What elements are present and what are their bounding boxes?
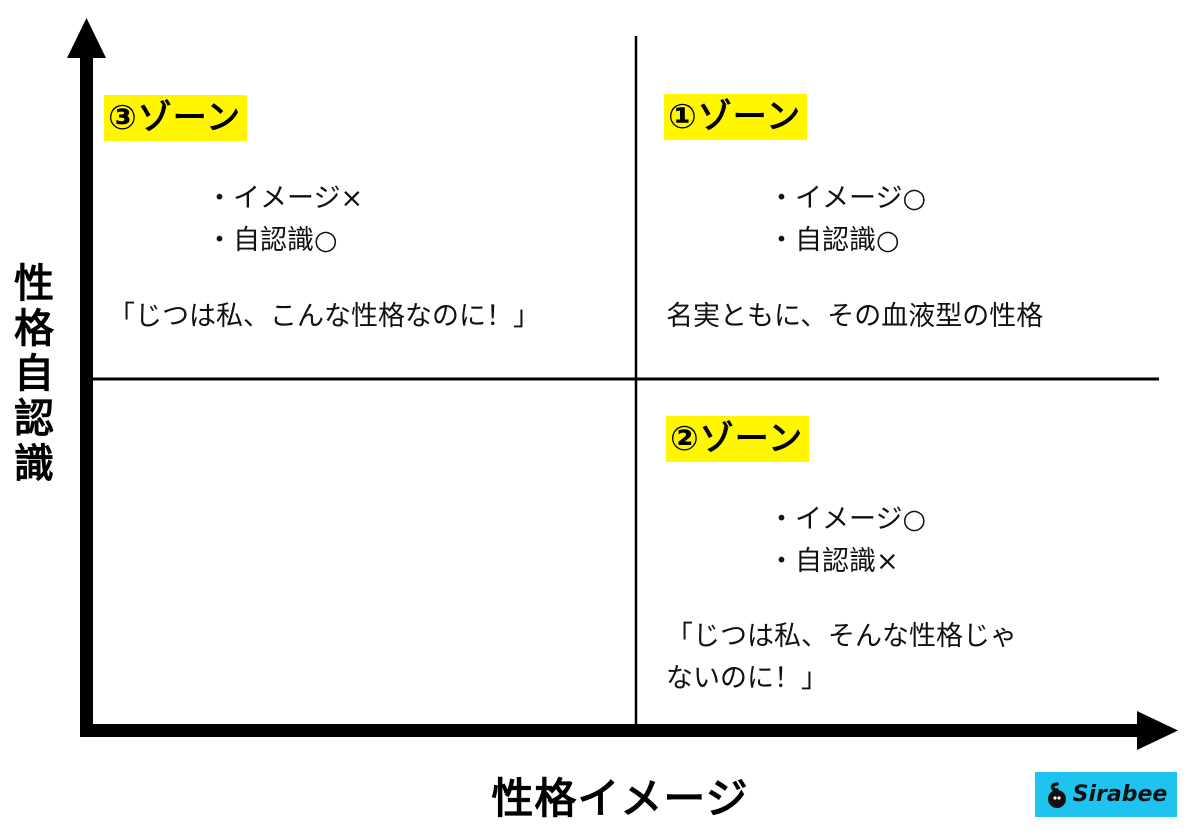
y-axis-arrowhead-icon xyxy=(67,18,106,58)
zone3-quote: 「じつは私、こんな性格なのに！」 xyxy=(108,301,540,332)
logo-text: Sirabee xyxy=(1072,782,1168,807)
zone1-title: ①ゾーン xyxy=(664,94,808,140)
sirabee-logo: Sirabee xyxy=(1035,772,1177,817)
zone2-quote: 「じつは私、そんな性格じゃ ないのに！」 xyxy=(666,616,1017,700)
x-axis xyxy=(80,724,1140,737)
zone1-quote: 名実ともに、その血液型の性格 xyxy=(666,301,1044,332)
zone2-quote-line1: 「じつは私、そんな性格じゃ xyxy=(666,621,1017,652)
zone3-bullet-image: ・イメージ× xyxy=(206,183,364,214)
zone2-bullet-image: ・イメージ○ xyxy=(768,504,927,535)
zone2-quote-line2: ないのに！」 xyxy=(666,663,828,694)
zone2-bullets: ・イメージ○ ・自認識× xyxy=(768,499,926,583)
y-axis-label: 性 格 自 認 識 xyxy=(14,261,54,487)
zone2-bullet-self: ・自認識× xyxy=(768,546,899,577)
x-axis-arrowhead-icon xyxy=(1137,711,1178,750)
y-axis xyxy=(80,56,93,737)
sirabee-mascot-icon xyxy=(1047,781,1066,808)
zone3-bullets: ・イメージ× ・自認識○ xyxy=(206,178,363,262)
zone1-bullet-image: ・イメージ○ xyxy=(768,183,927,214)
x-axis-label: 性格イメージ xyxy=(491,774,749,823)
zone1-bullets: ・イメージ○ ・自認識○ xyxy=(768,178,926,262)
zone3-title: ③ゾーン xyxy=(104,95,248,141)
zone2-title: ②ゾーン xyxy=(666,416,810,462)
zone3-bullet-self: ・自認識○ xyxy=(206,225,338,256)
zone1-bullet-self: ・自認識○ xyxy=(768,225,900,256)
